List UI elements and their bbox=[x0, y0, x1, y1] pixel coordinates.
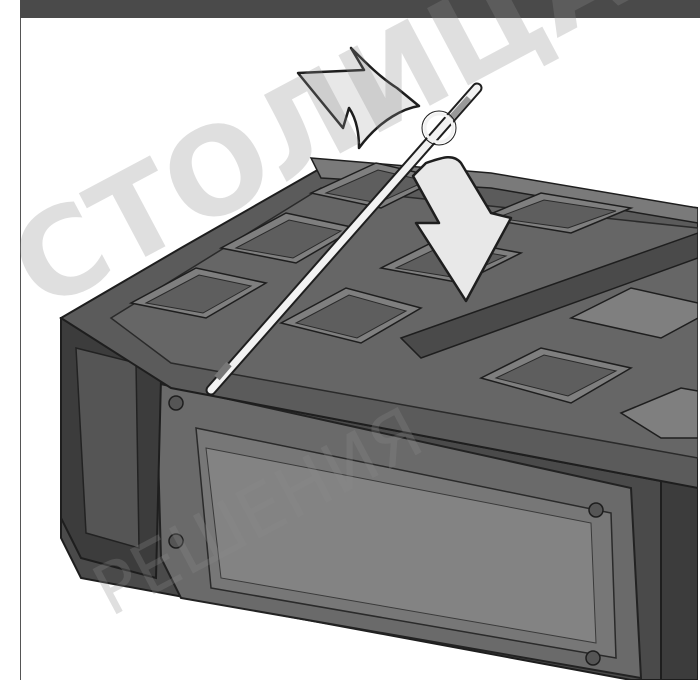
cell-cap bbox=[568, 287, 698, 339]
cell-cap bbox=[128, 267, 269, 319]
curved-arrow-up-left-icon bbox=[296, 46, 421, 150]
cell-cap bbox=[278, 287, 423, 344]
curved-arrow-down-icon bbox=[411, 156, 513, 303]
dipstick-rod-icon bbox=[205, 82, 483, 396]
cell-cap bbox=[619, 387, 698, 439]
battery-top-surface bbox=[59, 157, 698, 490]
battery-illustration bbox=[21, 18, 698, 680]
header-bar bbox=[20, 0, 700, 18]
cell-cap bbox=[478, 192, 634, 234]
battery-front-face bbox=[60, 317, 698, 680]
cell-cap bbox=[478, 347, 634, 404]
